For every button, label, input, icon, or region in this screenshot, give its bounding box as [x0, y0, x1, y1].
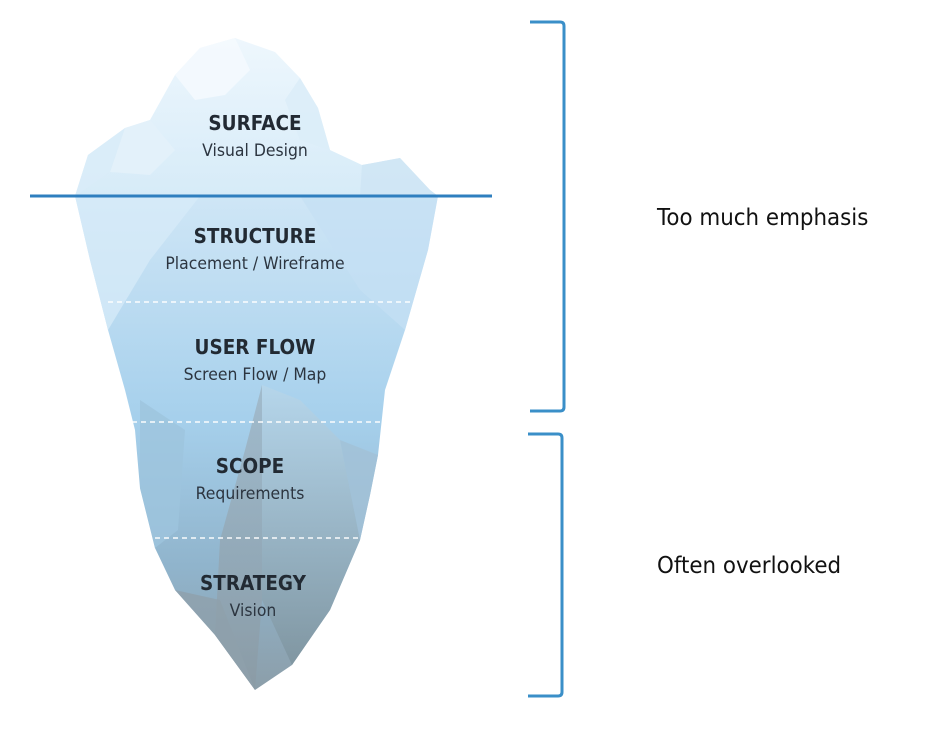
- layer-subtitle: Screen Flow / Map: [183, 365, 327, 385]
- bracket-too-much-emphasis: [530, 20, 566, 413]
- layer-title: SURFACE: [208, 111, 302, 135]
- layer-subtitle: Visual Design: [202, 141, 308, 161]
- layer-dividers: [108, 301, 412, 539]
- layer-subtitle: Vision: [229, 601, 277, 621]
- layer-subtitle: Requirements: [195, 484, 305, 504]
- layer-user-flow: USER FLOW Screen Flow / Map: [90, 335, 420, 385]
- layer-subtitle: Placement / Wireframe: [165, 254, 345, 274]
- layer-title: STRATEGY: [200, 571, 306, 595]
- bracket-often-overlooked: [528, 432, 564, 698]
- iceberg-body: [75, 196, 438, 690]
- group-label-too-much-emphasis: Too much emphasis: [657, 205, 869, 231]
- layer-title: STRUCTURE: [193, 224, 317, 248]
- layer-surface: SURFACE Visual Design: [90, 111, 420, 161]
- iceberg-tip: [75, 38, 438, 196]
- group-label-often-overlooked: Often overlooked: [657, 553, 842, 579]
- layer-scope: SCOPE Requirements: [85, 454, 415, 504]
- layer-title: SCOPE: [215, 454, 285, 478]
- layer-title: USER FLOW: [194, 335, 316, 359]
- layer-strategy: STRATEGY Vision: [88, 571, 418, 621]
- layer-structure: STRUCTURE Placement / Wireframe: [90, 224, 420, 274]
